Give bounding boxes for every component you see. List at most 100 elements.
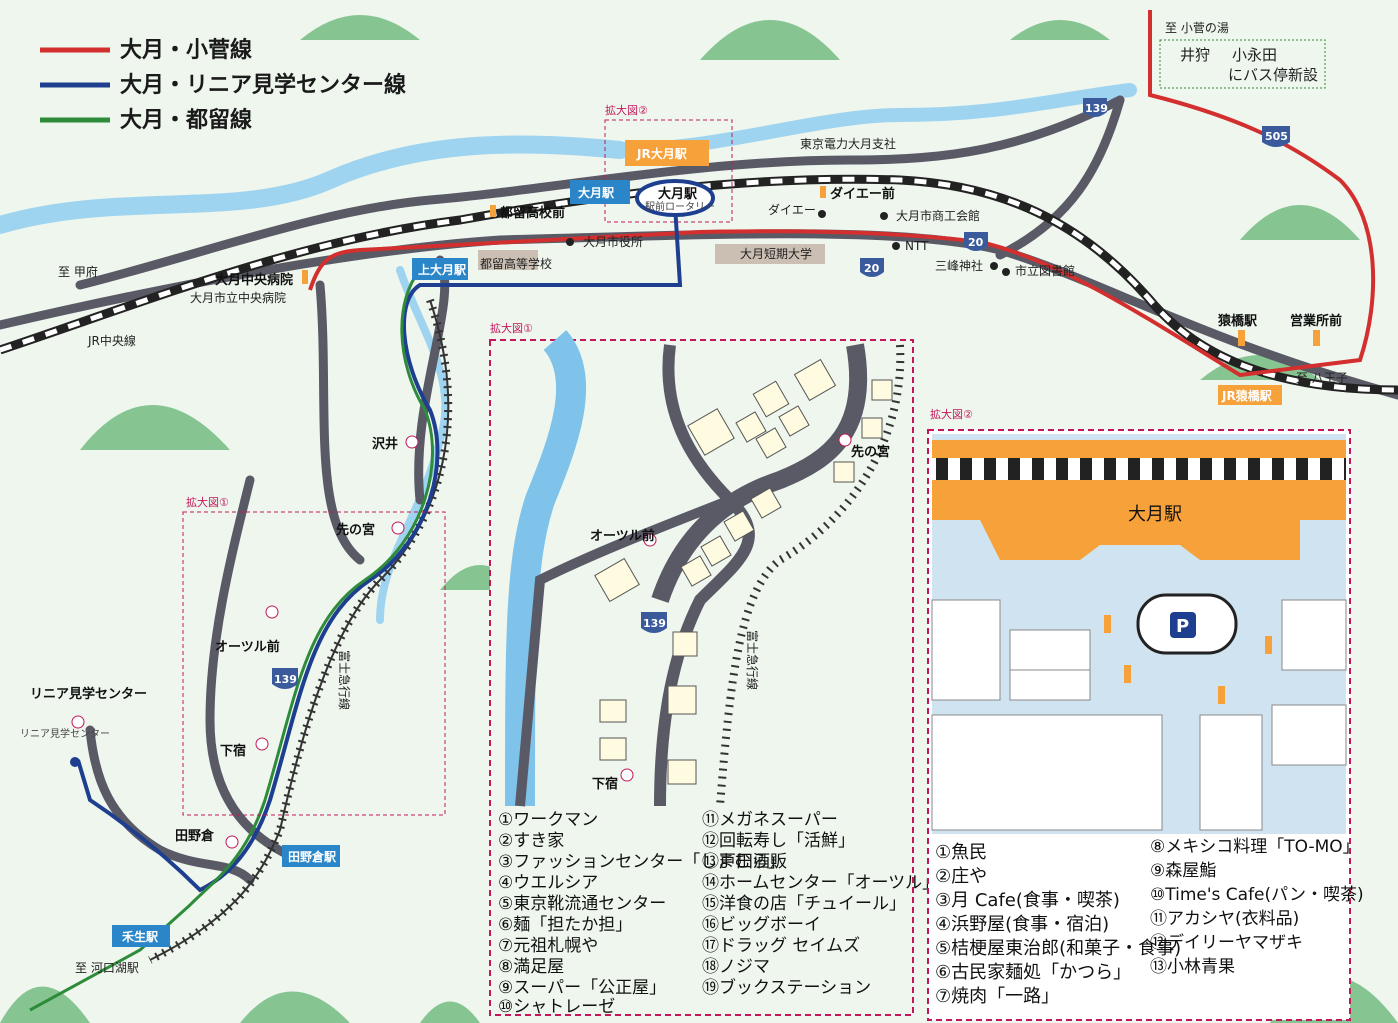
zoom2-label: 拡大図②: [930, 407, 973, 421]
svg-text:⑱ノジマ: ⑱ノジマ: [702, 957, 770, 977]
label-jr-chuo: JR中央線: [87, 333, 136, 348]
otsuki-bus-rotary: 大月駅 駅前ロータリー: [635, 179, 715, 217]
route-139-shield-north: 139: [1083, 98, 1108, 117]
svg-text:大月・リニア見学センター線: 大月・リニア見学センター線: [120, 72, 406, 98]
bus-stop-chuo-byoin: 大月中央病院: [215, 270, 308, 288]
bus-stop-sakinomiya: 先の宮: [336, 521, 405, 538]
svg-text:リニア見学センター: リニア見学センター: [30, 686, 147, 702]
svg-text:③月 Cafe(食事・喫茶): ③月 Cafe(食事・喫茶): [935, 890, 1120, 911]
svg-text:下宿: 下宿: [592, 776, 618, 792]
svg-text:④ウエルシア: ④ウエルシア: [498, 873, 598, 893]
svg-text:⑰ドラッグ セイムズ: ⑰ドラッグ セイムズ: [702, 936, 860, 956]
label-shiyakusho: 大月市役所: [583, 234, 643, 249]
label-ntt: NTT: [905, 239, 929, 253]
bus-stops: 都留高校前 ダイエー前 大月中央病院 沢井 先の宮 オーツル前 下宿 田野倉: [20, 186, 1342, 849]
bus-stop-daiei: ダイエー前: [820, 186, 895, 202]
svg-text:小永田: 小永田: [1232, 46, 1277, 64]
zoom-area-markers: [182, 119, 733, 816]
label-chuo-byoin: 大月市立中央病院: [190, 290, 286, 305]
svg-text:大月・小菅線: 大月・小菅線: [120, 37, 252, 63]
route-20-shield: 20: [860, 258, 884, 277]
svg-text:⑪メガネスーパー: ⑪メガネスーパー: [702, 810, 838, 830]
zoom-panel-2: 拡大図② 大月駅 P ①魚民 ②庄や ③月 Cafe(食事・喫茶) ④浜野屋(食…: [927, 407, 1364, 1021]
station-otsuki: 大月駅: [570, 180, 630, 204]
zoom1-label: 拡大図①: [490, 321, 533, 335]
svg-text:②庄や: ②庄や: [935, 866, 987, 887]
svg-text:先の宮: 先の宮: [851, 444, 890, 460]
svg-text:田野倉: 田野倉: [175, 828, 215, 844]
svg-text:至 小菅の湯: 至 小菅の湯: [1165, 21, 1229, 35]
svg-text:上大月駅: 上大月駅: [418, 262, 467, 277]
svg-text:⑩シャトレーゼ: ⑩シャトレーゼ: [498, 997, 615, 1017]
route-green: [29, 269, 434, 1012]
svg-text:田野倉駅: 田野倉駅: [288, 849, 337, 864]
svg-text:③ファッションセンター「しまむら」: ③ファッションセンター「しまむら」: [498, 852, 785, 872]
svg-text:⑦焼肉「一路」: ⑦焼肉「一路」: [935, 986, 1059, 1007]
bus-stop-sawai: 沢井: [372, 435, 419, 452]
svg-text:⑩Time's Cafe(パン・喫茶): ⑩Time's Cafe(パン・喫茶): [1150, 885, 1364, 905]
svg-text:④浜野屋(食事・宿泊): ④浜野屋(食事・宿泊): [935, 914, 1109, 935]
label-fujikyu: 富士急行線: [337, 650, 352, 710]
bus-stop-shimojuku: 下宿: [220, 737, 269, 759]
svg-text:⑬小林青果: ⑬小林青果: [1150, 957, 1235, 977]
zoom2-shop-list-right: ⑧メキシコ料理「TO-MO」 ⑨森屋鮨 ⑩Time's Cafe(パン・喫茶) …: [1150, 837, 1364, 977]
zoom1-route-139-shield: 139: [641, 612, 667, 633]
zoom2-shop-list-left: ①魚民 ②庄や ③月 Cafe(食事・喫茶) ④浜野屋(食事・宿泊) ⑤桔梗屋東…: [935, 842, 1181, 1007]
new-bus-stop-note: 至 小菅の湯 井狩 小永田 にバス停新設: [1159, 21, 1326, 89]
legend-item-green: 大月・都留線: [40, 107, 252, 133]
bus-stop-linear-center: リニア見学センター リニア見学センター: [20, 686, 147, 767]
svg-text:⑥古民家麺処「かつら」: ⑥古民家麺処「かつら」: [935, 962, 1131, 983]
bus-stop-tanokura: 田野倉: [175, 828, 239, 849]
svg-text:駅前ロータリー: 駅前ロータリー: [645, 200, 715, 213]
legend-item-red: 大月・小菅線: [40, 37, 252, 63]
zoom1-shop-list-right: ⑪メガネスーパー ⑫回転寿し「活鮮」 ⑬戸田酒販 ⑭ホームセンター「オーツル」 …: [702, 810, 939, 998]
label-shokokai: 大月市商工会館: [896, 208, 980, 223]
bus-stop-otsuru: オーツル前: [215, 605, 280, 655]
svg-text:⑨スーパー「公正屋」: ⑨スーパー「公正屋」: [498, 978, 666, 998]
svg-text:②すき家: ②すき家: [498, 831, 564, 851]
legend: 大月・小菅線 大月・リニア見学センター線 大月・都留線: [40, 37, 406, 133]
svg-text:139: 139: [1085, 102, 1108, 115]
svg-text:先の宮: 先の宮: [336, 522, 375, 538]
station-kami-otsuki: 上大月駅: [412, 258, 468, 280]
svg-text:⑦元祖札幌や: ⑦元祖札幌や: [498, 936, 598, 956]
svg-text:大月中央病院: 大月中央病院: [215, 272, 293, 288]
svg-text:禾生駅: 禾生駅: [122, 929, 159, 944]
svg-text:①ワークマン: ①ワークマン: [498, 810, 598, 830]
svg-text:沢井: 沢井: [372, 436, 398, 452]
svg-text:⑨森屋鮨: ⑨森屋鮨: [1150, 861, 1216, 881]
station-kaminokura: 禾生駅: [112, 925, 170, 947]
svg-text:オーツル前: オーツル前: [590, 528, 655, 544]
svg-text:下宿: 下宿: [220, 743, 246, 759]
legend-item-blue: 大月・リニア見学センター線: [40, 72, 406, 98]
zoom2-marker-label: 拡大図②: [605, 103, 648, 117]
route-139-shield-south: 139: [272, 668, 298, 689]
svg-text:139: 139: [274, 673, 297, 686]
route-505-shield: 505: [1262, 126, 1290, 147]
zoom2-station-name: 大月駅: [1128, 504, 1182, 525]
svg-text:ダイエー前: ダイエー前: [830, 186, 895, 202]
label-tsuru-kogakko: 都留高等学校: [480, 256, 552, 271]
svg-text:にバス停新設: にバス停新設: [1228, 66, 1318, 84]
svg-text:20: 20: [864, 262, 880, 275]
zoom1-shop-blocks: [594, 358, 893, 785]
zoom1-shop-list-left: ①ワークマン ②すき家 ③ファッションセンター「しまむら」 ④ウエルシア ⑤東京…: [498, 810, 785, 1017]
svg-text:⑧メキシコ料理「TO-MO」: ⑧メキシコ料理「TO-MO」: [1150, 837, 1360, 857]
label-kofu: 至 甲府: [58, 264, 98, 279]
route-blue: [76, 204, 683, 893]
svg-text:⑫回転寿し「活鮮」: ⑫回転寿し「活鮮」: [702, 831, 855, 851]
zoom1-bus-stop-shimojuku: 下宿: [592, 768, 634, 792]
zoom1-bus-stop-otsuru: オーツル前: [590, 528, 657, 547]
label-tokyo-denryoku: 東京電力大月支社: [800, 136, 896, 151]
label-toshokan: 市立図書館: [1015, 263, 1075, 278]
jr-chuo-line: [0, 174, 1398, 395]
svg-text:⑲ブックステーション: ⑲ブックステーション: [702, 977, 871, 998]
svg-text:JR大月駅: JR大月駅: [636, 146, 688, 161]
fujikyu-line: [148, 298, 453, 964]
svg-text:⑫デイリーヤマザキ: ⑫デイリーヤマザキ: [1150, 932, 1303, 953]
svg-text:オーツル前: オーツル前: [215, 639, 280, 655]
zoom1-marker-label: 拡大図①: [186, 495, 229, 509]
svg-text:⑭ホームセンター「オーツル」: ⑭ホームセンター「オーツル」: [702, 873, 939, 893]
svg-text:猿橋駅: 猿橋駅: [1217, 313, 1258, 329]
label-mitsumine: 三峰神社: [935, 258, 983, 273]
